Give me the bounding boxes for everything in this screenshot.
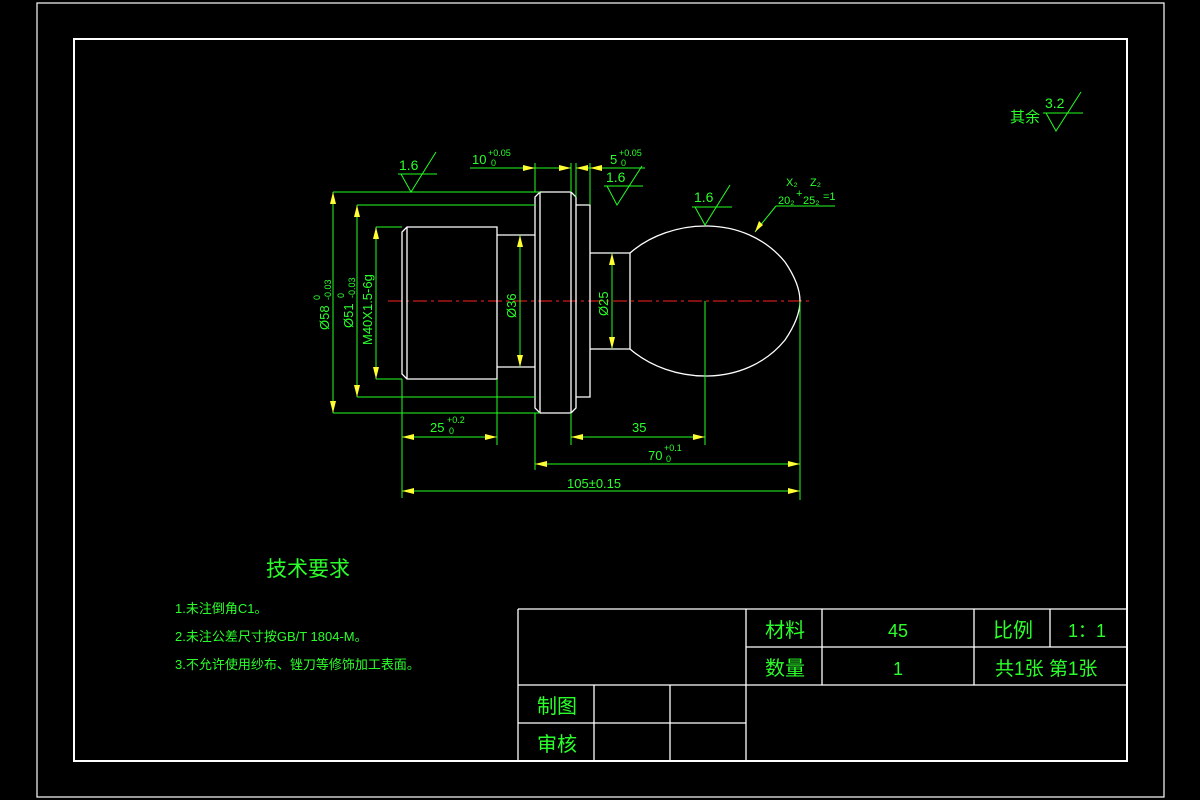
title-block: 材料 45 比例 1：1 数量 1 共1张 第1张 制图 审核 — [517, 608, 1127, 761]
ellipse-note-plus: + — [796, 188, 802, 200]
drawn-by-label: 制图 — [537, 695, 577, 718]
tech-req-item-1: 1.未注倒角C1。 — [175, 601, 267, 616]
dim-len25-lower: 0 — [449, 426, 454, 436]
dim-d51-lower: -0.03 — [347, 277, 357, 298]
tech-req-item-3: 3.不允许使用纱布、锉刀等修饰加工表面。 — [175, 657, 420, 672]
dim-len5-text: 5 — [610, 152, 617, 167]
dim-len70-text: 70 — [648, 448, 662, 463]
roughness-left-value: 1.6 — [399, 157, 419, 173]
dim-len5-lower: 0 — [621, 158, 626, 168]
ellipse-note-eq: =1 — [823, 191, 836, 203]
roughness-symbol-icon — [1043, 91, 1083, 132]
dim-len35: 35 — [570, 301, 706, 445]
ellipse-note-x: X₂ — [786, 177, 798, 189]
dim-len70-lower: 0 — [666, 454, 671, 464]
roughness-left: 1.6 — [398, 151, 437, 193]
qty-value: 1 — [893, 659, 903, 679]
roughness-general-value: 3.2 — [1045, 95, 1065, 111]
qty-label: 数量 — [765, 657, 805, 680]
tech-requirements: 技术要求 1.未注倒角C1。 2.未注公差尺寸按GB/T 1804-M。 3.不… — [175, 558, 420, 672]
ellipse-note-z: Z₂ — [810, 177, 821, 189]
dim-len105: 105±0.15 — [401, 445, 800, 498]
roughness-general-label: 其余 — [1010, 108, 1040, 126]
dim-d25-text: Ø25 — [596, 291, 611, 316]
material-label: 材料 — [765, 619, 805, 642]
dim-d51-upper: 0 — [336, 293, 346, 298]
outer-border — [36, 2, 1165, 798]
ellipse-note-25: 25₂ — [803, 195, 820, 207]
dim-d58: Ø58 0 -0.03 — [312, 191, 540, 414]
scale-label: 比例 — [993, 619, 1033, 642]
dim-d58-text: Ø58 — [317, 305, 332, 330]
dim-d58-upper: 0 — [312, 295, 322, 300]
roughness-ball-value: 1.6 — [694, 189, 714, 205]
dim-d36: Ø36 — [504, 235, 523, 367]
inner-frame — [73, 38, 1128, 762]
dim-len105-text: 105±0.15 — [567, 476, 621, 491]
dim-d58-lower: -0.03 — [323, 279, 333, 300]
dim-len70: 70 +0.1 0 — [534, 301, 801, 500]
dim-d36-text: Ø36 — [504, 293, 519, 318]
dim-len10: 10 +0.05 0 — [470, 148, 572, 192]
roughness-right: 1.6 — [604, 165, 643, 206]
ellipse-note: X₂ Z₂ 20₂ + 25₂ =1 — [754, 177, 836, 233]
dim-len10-upper: +0.05 — [488, 148, 511, 158]
dim-d51: Ø51 0 -0.03 — [336, 204, 535, 398]
checked-by-label: 审核 — [537, 733, 577, 756]
roughness-ball: 1.6 — [692, 184, 732, 226]
material-value: 45 — [888, 621, 908, 641]
dim-len70-upper: +0.1 — [664, 443, 682, 453]
roughness-right-value: 1.6 — [606, 169, 626, 185]
dim-len10-lower: 0 — [491, 158, 496, 168]
dim-len5: 5 +0.05 0 — [575, 148, 645, 205]
dim-thread: M40X1.5-6g — [360, 226, 402, 380]
dim-d25: Ø25 — [596, 253, 615, 349]
dim-len25-text: 25 — [430, 420, 444, 435]
scale-value: 1：1 — [1068, 621, 1106, 641]
dim-thread-text: M40X1.5-6g — [360, 274, 375, 345]
dim-len25-upper: +0.2 — [447, 415, 465, 425]
sheet-count: 共1张 第1张 — [995, 658, 1097, 680]
general-roughness: 其余 3.2 — [1010, 91, 1083, 132]
dim-len5-upper: +0.05 — [619, 148, 642, 158]
tech-req-title: 技术要求 — [266, 558, 350, 581]
tech-req-item-2: 2.未注公差尺寸按GB/T 1804-M。 — [175, 629, 368, 644]
ellipse-note-20: 20₂ — [778, 195, 795, 207]
dim-len10-text: 10 — [472, 152, 486, 167]
dim-len25: 25 +0.2 0 — [401, 379, 498, 445]
dim-len35-text: 35 — [632, 420, 646, 435]
dim-d51-text: Ø51 — [341, 303, 356, 328]
